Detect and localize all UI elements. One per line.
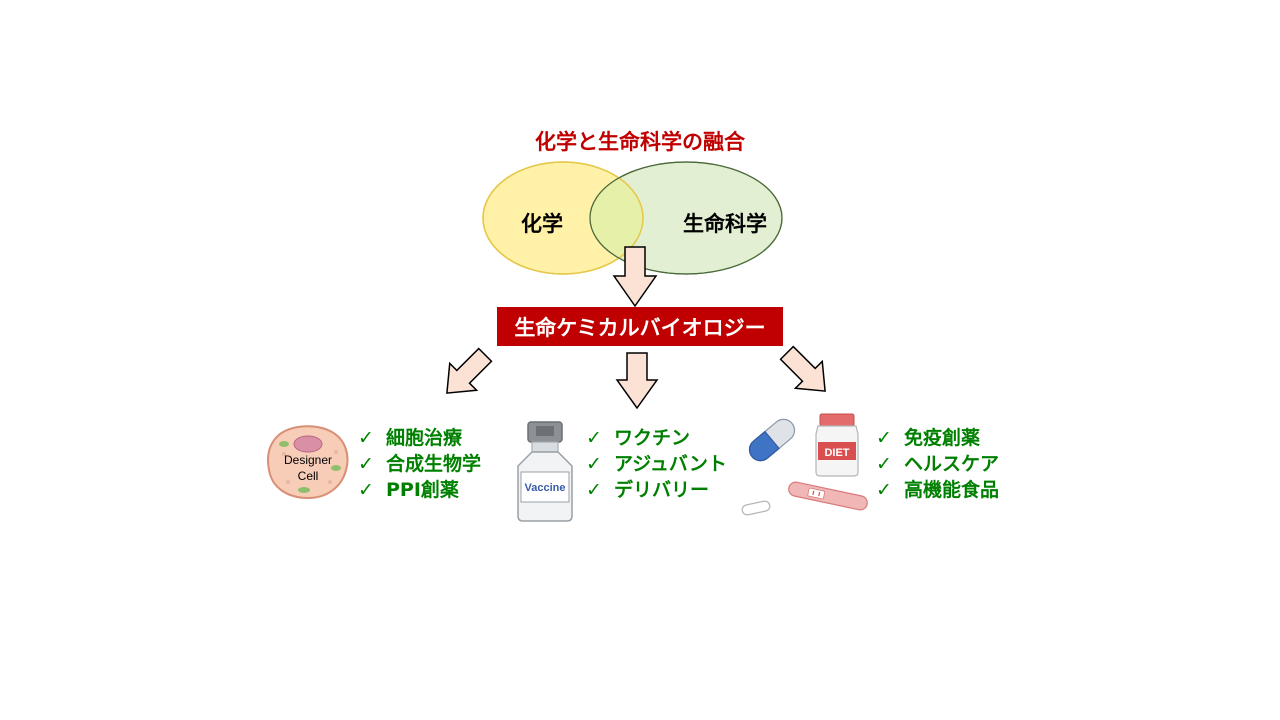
column-1-list: ✓ 細胞治療 ✓ 合成生物学 ✓ PPI創薬: [358, 425, 481, 503]
healthcare-products-icon: DIET: [741, 413, 868, 516]
list-item-label: ワクチン: [614, 427, 691, 449]
supplement-bottle-icon: DIET: [815, 413, 859, 477]
list-item: ✓ PPI創薬: [358, 477, 481, 503]
vaccine-label-text: Vaccine: [525, 482, 566, 494]
down-left-arrow-icon: [446, 347, 493, 394]
check-mark-icon: ✓: [586, 453, 602, 475]
venn-diagram: [482, 161, 783, 275]
diagram-title: 化学と生命科学の融合: [535, 130, 745, 154]
diet-label-text: DIET: [824, 447, 849, 459]
designer-cell-icon: Designer Cell: [267, 425, 349, 500]
check-mark-icon: ✓: [586, 479, 602, 501]
designer-cell-text-line1: Designer: [284, 453, 332, 467]
designer-cell-text-line2: Cell: [298, 469, 319, 483]
check-mark-icon: ✓: [876, 479, 892, 501]
list-item-label: ヘルスケア: [904, 453, 1000, 475]
column-2-list: ✓ ワクチン ✓ アジュバント ✓ デリバリー: [586, 425, 727, 503]
list-item-label: 合成生物学: [386, 453, 482, 475]
list-item: ✓ デリバリー: [586, 477, 727, 503]
list-item: ✓ 免疫創薬: [876, 425, 999, 451]
check-mark-icon: ✓: [876, 427, 892, 449]
list-item-label: デリバリー: [614, 479, 710, 501]
list-item: ✓ ワクチン: [586, 425, 727, 451]
list-item-label: アジュバント: [614, 453, 727, 475]
list-item-label: 高機能食品: [904, 479, 1000, 501]
check-mark-icon: ✓: [586, 427, 602, 449]
down-right-arrow-icon: [779, 345, 826, 392]
vaccine-bottle-icon: Vaccine: [517, 421, 573, 522]
check-mark-icon: ✓: [876, 453, 892, 475]
list-item: ✓ 合成生物学: [358, 451, 481, 477]
list-item: ✓ アジュバント: [586, 451, 727, 477]
list-item: ✓ 高機能食品: [876, 477, 999, 503]
down-arrow-icon: [615, 352, 659, 410]
center-band: 生命ケミカルバイオロジー: [497, 307, 783, 346]
check-mark-icon: ✓: [358, 427, 374, 449]
list-item: ✓ 細胞治療: [358, 425, 481, 451]
list-item-label: PPI創薬: [386, 479, 459, 501]
list-item-label: 細胞治療: [386, 427, 463, 449]
list-item-label: 免疫創薬: [904, 427, 981, 449]
venn-left-label: 化学: [521, 212, 563, 236]
down-arrow-icon: [612, 246, 658, 308]
check-mark-icon: ✓: [358, 479, 374, 501]
list-item: ✓ ヘルスケア: [876, 451, 999, 477]
column-3-list: ✓ 免疫創薬 ✓ ヘルスケア ✓ 高機能食品: [876, 425, 999, 503]
check-mark-icon: ✓: [358, 453, 374, 475]
test-kit-icon: [741, 481, 868, 516]
venn-right-label: 生命科学: [683, 212, 767, 236]
